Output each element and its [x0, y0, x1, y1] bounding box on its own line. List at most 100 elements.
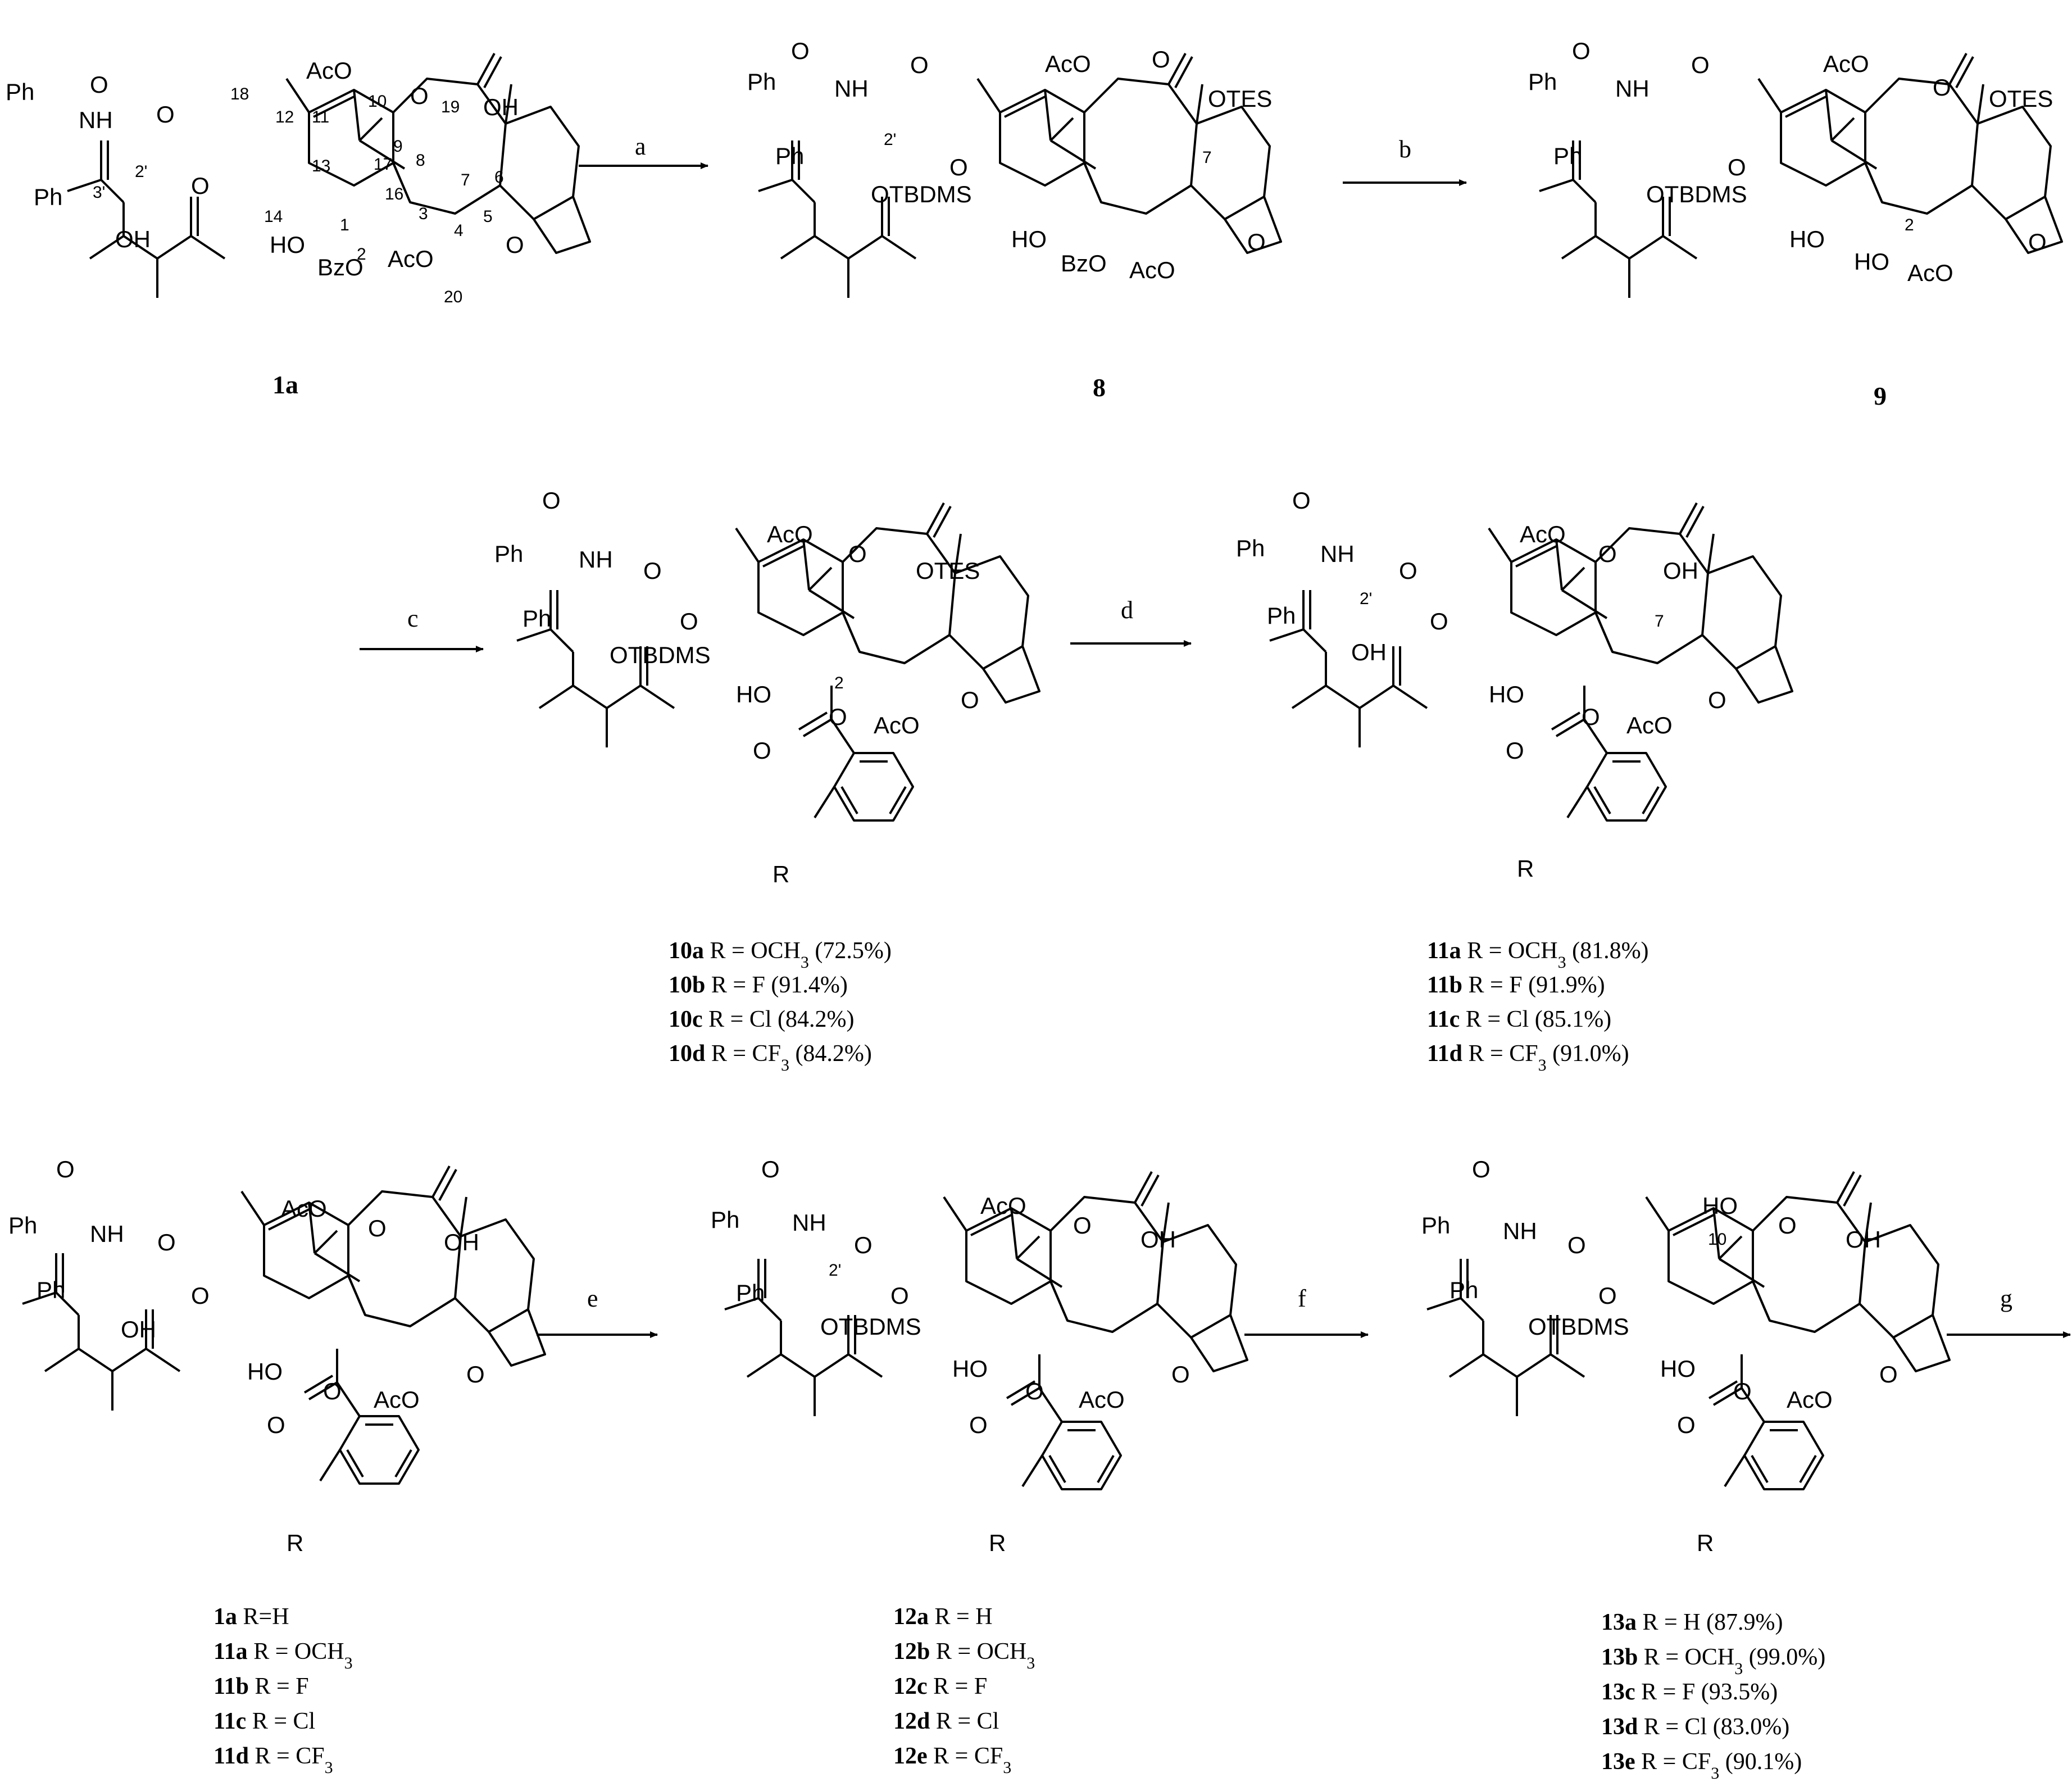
label-o: O [910, 52, 929, 78]
label-o: O [1879, 1361, 1898, 1388]
label-o: O [854, 1232, 873, 1258]
compound-caption-10c: 10c R = Cl (84.2%) [669, 1006, 855, 1032]
label-aco: AcO [874, 712, 920, 738]
atom-8: 8 [416, 151, 425, 170]
compound-caption-11d: 11d R = CF3 [213, 1743, 333, 1777]
compound-caption-11b: 11b R = F (91.9%) [1427, 972, 1605, 998]
label-bzo: BzO [1061, 250, 1107, 276]
label-o: O [1472, 1156, 1491, 1182]
compound-caption-11b: 11b R = F [213, 1674, 309, 1699]
atom-2p: 2' [829, 1261, 841, 1280]
label-nh: NH [1320, 541, 1355, 567]
label-ph: Ph [711, 1207, 739, 1233]
atom-9: 9 [393, 137, 403, 156]
compound-1a-11-labels: O Ph NH O Ph OH O AcO O OH HO O O AcO O … [8, 1156, 485, 1556]
label-o: O [1171, 1361, 1190, 1388]
label-o: O [1025, 1378, 1044, 1404]
label-r: R [1517, 855, 1534, 882]
label-nh: NH [90, 1221, 124, 1247]
reagent-g: g [2000, 1285, 2012, 1312]
label-oh: OH [1663, 557, 1698, 584]
compound-9-caption: 9 [1874, 382, 1887, 410]
atom-1: 1 [340, 216, 349, 234]
label-ph: Ph [1553, 143, 1582, 169]
compound-9-labels: O Ph NH O Ph OTBDMS O AcO O OTES HO 2 HO… [1528, 38, 2053, 286]
reagent-f: f [1298, 1285, 1306, 1312]
label-nh: NH [79, 107, 113, 133]
compound-caption-13e: 13e R = CF3 (90.1%) [1601, 1749, 1802, 1783]
compound-caption-12a: 12a R = H [893, 1604, 993, 1630]
label-aco: AcO [980, 1193, 1026, 1219]
label-o: O [1292, 487, 1311, 514]
label-o: O [791, 38, 810, 64]
label-o: O [949, 154, 968, 180]
series-10-captions: 10a R = OCH3 (72.5%)10b R = F (91.4%)10c… [669, 938, 892, 1074]
reagent-c: c [407, 605, 419, 632]
atom-10: 10 [368, 92, 387, 111]
label-aco: AcO [1520, 521, 1566, 547]
label-nh: NH [579, 546, 613, 573]
label-ph: Ph [775, 143, 804, 169]
label-o: O [191, 1282, 210, 1309]
label-oh: OH [1140, 1226, 1176, 1253]
label-otbdms: OTBDMS [1646, 181, 1747, 207]
label-o: O [1728, 154, 1746, 180]
atom-2p: 2' [884, 130, 896, 149]
label-otes: OTES [1208, 85, 1272, 112]
label-o: O [680, 608, 698, 634]
label-r: R [1697, 1530, 1714, 1556]
label-ho: HO [1011, 226, 1047, 252]
label-o: O [466, 1361, 485, 1388]
compound-caption-12c: 12c R = F [893, 1674, 987, 1699]
label-oh: OH [483, 94, 519, 120]
label-ph: Ph [34, 184, 62, 210]
label-o: O [1399, 557, 1417, 584]
atom-2p: 2' [135, 162, 147, 181]
label-o: O [961, 687, 979, 713]
label-ho: HO [1489, 681, 1524, 708]
label-aco: AcO [767, 521, 813, 547]
label-ph: Ph [1450, 1277, 1478, 1303]
label-nh: NH [792, 1209, 826, 1236]
atom-2: 2 [834, 674, 844, 692]
reagent-b: b [1399, 135, 1411, 163]
label-otbdms: OTBDMS [610, 642, 711, 668]
atom-3: 3 [419, 205, 428, 223]
label-otes: OTES [1989, 85, 2053, 112]
compound-8-caption: 8 [1093, 373, 1106, 402]
compound-caption-10d: 10d R = CF3 (84.2%) [669, 1041, 872, 1074]
label-ho: HO [1854, 248, 1889, 275]
label-ph: Ph [8, 1212, 37, 1239]
label-oh: OH [121, 1316, 156, 1343]
label-o: O [1677, 1412, 1696, 1438]
label-ph: Ph [1421, 1212, 1450, 1239]
compound-caption-11c: 11c R = Cl [213, 1708, 315, 1734]
compound-caption-11a: 11a R = OCH3 (81.8%) [1427, 938, 1649, 972]
atom-18: 18 [230, 85, 249, 103]
label-otbdms: OTBDMS [871, 181, 972, 207]
label-r: R [773, 861, 789, 887]
label-aco: AcO [1626, 712, 1673, 738]
label-o: O [1073, 1212, 1092, 1239]
label-o: O [643, 557, 662, 584]
compound-caption-12b: 12b R = OCH3 [893, 1639, 1035, 1672]
label-o: O [1598, 1282, 1617, 1309]
label-o: O [1708, 687, 1726, 713]
label-ph: Ph [6, 79, 34, 105]
atom-14: 14 [264, 207, 283, 226]
label-o: O [1572, 38, 1591, 64]
label-o: O [1598, 541, 1617, 567]
compound-caption-13a: 13a R = H (87.9%) [1601, 1609, 1783, 1635]
label-ph: Ph [1267, 602, 1296, 629]
atom-16: 16 [385, 185, 403, 203]
label-o: O [506, 232, 524, 258]
compound-caption-13d: 13d R = Cl (83.0%) [1601, 1714, 1789, 1740]
label-nh: NH [1615, 75, 1650, 102]
label-ph: Ph [1528, 69, 1557, 95]
atom-2p: 2' [1360, 590, 1372, 608]
label-aco: AcO [374, 1386, 420, 1413]
label-otes: OTES [916, 557, 980, 584]
label-r: R [287, 1530, 303, 1556]
atom-20: 20 [444, 288, 462, 306]
